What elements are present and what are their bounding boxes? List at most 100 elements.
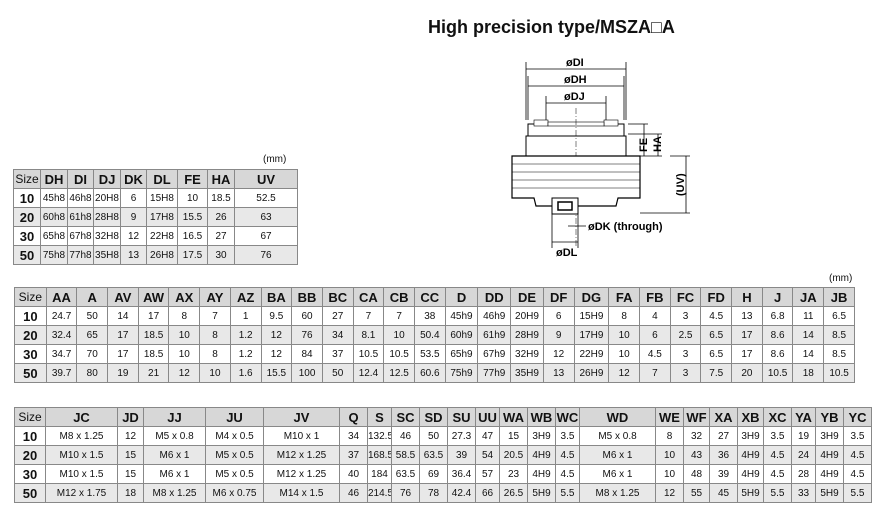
table-cell: 17 [137,306,170,326]
table-cell: 3.5 [555,426,580,446]
column-header: S [367,407,392,427]
column-header: JB [823,287,855,307]
table-cell: 17 [731,344,763,364]
column-header: WC [555,407,580,427]
table-cell: 46 [339,483,368,503]
table-cell: 65 [76,325,109,345]
table-cell: 26H8 [146,245,178,265]
table-cell: 30 [207,245,235,265]
table-cell: 8 [168,306,201,326]
table-cell: 10.5 [352,344,385,364]
table-cell: 18.5 [137,344,170,364]
table-cell: 10.5 [383,344,415,364]
table-cell: 52.5 [234,188,298,208]
table-cell: 36 [709,445,738,465]
table-cell: 4H9 [527,445,556,465]
table-cell: 4.5 [700,306,733,326]
table-cell: M5 x 0.8 [143,426,206,446]
table-cell: 4 [639,306,671,326]
table-cell: 34.7 [45,344,78,364]
table-cell: 18 [117,483,144,503]
table-cell: 5.5 [555,483,580,503]
table-cell: M8 x 1.25 [579,483,656,503]
table-cell: M10 x 1 [263,426,340,446]
table-cell: 26.5 [499,483,528,503]
table-cell: 12 [542,344,575,364]
table-cell: 27 [207,226,235,246]
column-header: AV [107,287,139,307]
table-cell: 8.6 [761,344,794,364]
table-cell: 60 [291,306,323,326]
table-cell: 32H8 [93,226,121,246]
table-cell: 8.5 [823,325,855,345]
table-cell: 4.5 [555,445,580,465]
size-cell: 50 [14,363,47,383]
table-cell: 46h8 [67,188,94,208]
table-cell: 20.5 [499,445,528,465]
table-cell: 27.3 [447,426,476,446]
column-header: UV [234,169,298,189]
column-header: FD [700,287,733,307]
column-header: FC [669,287,702,307]
column-header: AY [199,287,231,307]
table-cell: 46 [391,426,420,446]
column-header: DH [40,169,68,189]
table-cell: 4H9 [527,464,556,484]
table-cell: M5 x 0.5 [205,445,264,465]
table-cell: 61h8 [67,207,94,227]
table-cell: 27 [709,426,738,446]
column-header: DG [573,287,610,307]
table-cell: 60.6 [413,363,446,383]
column-header: J [761,287,794,307]
table-cell: M12 x 1.25 [263,464,340,484]
table-cell: M12 x 1.75 [45,483,118,503]
table-cell: 168.5 [367,445,392,465]
table-cell: 9.5 [260,306,293,326]
table-cell: 12 [168,363,201,383]
table-cell: 11 [792,306,825,326]
column-header: A [76,287,109,307]
page-title: High precision type/MSZA□A [428,17,675,37]
column-header: YB [815,407,844,427]
table-cell: 6 [120,188,147,208]
size-cell: 30 [13,226,41,246]
table-cell: 63 [234,207,298,227]
column-header: WD [579,407,656,427]
table-cell: 3H9 [737,426,764,446]
column-header: H [731,287,763,307]
table-cell: 46h9 [477,306,512,326]
table-cell: 22H8 [146,226,178,246]
column-header: CB [383,287,415,307]
table-cell: 1.2 [229,344,262,364]
table-cell: 15.5 [260,363,293,383]
table-cell: 5H9 [815,483,844,503]
column-header: AX [168,287,201,307]
table-cell: 1.2 [229,325,262,345]
table-cell: 50 [419,426,448,446]
table-cell: 45h8 [40,188,68,208]
table-cell: 214.5 [367,483,392,503]
table-cell: 28H9 [510,325,544,345]
table-cell: 3 [669,306,702,326]
table-cell: 4.5 [843,445,872,465]
column-header: XB [737,407,764,427]
table-cell: 43 [683,445,710,465]
table-cell: 12.5 [383,363,415,383]
table-cell: 8 [608,306,640,326]
table-cell: 7 [639,363,671,383]
table-cell: 2.5 [669,325,702,345]
table-cell: 19 [107,363,139,383]
table-cell: 10.5 [823,363,855,383]
table-cell: 63.5 [391,464,420,484]
table-cell: 13 [731,306,763,326]
table-cell: 8.6 [761,325,794,345]
table-cell: 28 [791,464,816,484]
column-header: DJ [93,169,121,189]
table-cell: 60h9 [444,325,479,345]
